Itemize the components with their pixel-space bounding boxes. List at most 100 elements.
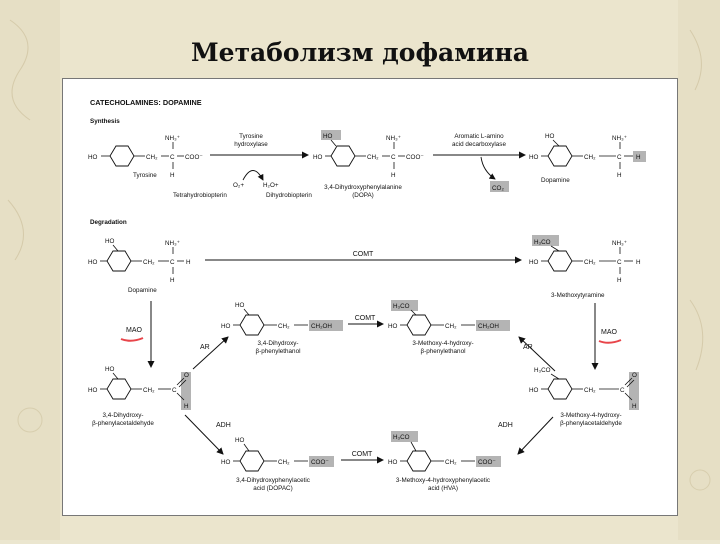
- dpa-ho-left: HO: [88, 387, 98, 394]
- dpa-label-line1: 3,4-Dihydroxy-: [103, 412, 144, 419]
- figure-header: CATECHOLAMINES: DOPAMINE: [90, 98, 202, 107]
- section-synthesis: Synthesis: [90, 118, 120, 125]
- cofactor-tetrahydrobiopterin: Tetrahydrobiopterin: [173, 192, 227, 199]
- dpe-label-line2: β-phenylethanol: [256, 348, 301, 355]
- pathway-figure-panel: CATECHOLAMINES: DOPAMINE Synthesis Degra…: [62, 78, 678, 516]
- dpe-ho-left: HO: [221, 323, 231, 330]
- co2-release-arrow: [480, 156, 496, 180]
- molecule-dopa: HO HO CH₂ C NH₃⁺ COO⁻ H 3,4-Dihydroxyphe…: [313, 133, 424, 199]
- cofactor-curve-arrow: [242, 170, 264, 181]
- dopa-label: 3,4-Dihydroxyphenylalanine: [324, 184, 402, 191]
- dopa-coo: COO⁻: [406, 154, 424, 161]
- tyrosine-ch2: CH₂: [146, 154, 158, 161]
- molecule-dopac: HO HO CH₂ COO⁻ 3,4-Dihydroxyphenylacetic…: [221, 437, 329, 492]
- molecule-dihydroxyphenylacetaldehyde: HO HO CH₂ C O H 3,4-Dihydroxy- β-phenyla…: [88, 366, 189, 427]
- dopamine-s-h-right: H: [636, 154, 641, 161]
- enzyme-comt-mid: COMT: [355, 315, 376, 322]
- enzyme-comt-top: COMT: [353, 251, 374, 258]
- dopamine-s-ho-top: HO: [545, 133, 555, 140]
- arrow-adh-left: [184, 414, 224, 455]
- dopamine-d-h-bottom: H: [170, 277, 175, 284]
- dopa-h: H: [391, 172, 396, 179]
- arrow-ar-right: [518, 336, 556, 372]
- dopa-ho-top: HO: [323, 133, 333, 140]
- arrow-adh-right: [517, 416, 554, 455]
- mhpe-ch2: CH₂: [445, 323, 457, 330]
- enzyme-adh-left: ADH: [216, 422, 231, 429]
- tyrosine-c: C: [170, 154, 175, 161]
- dpe-ho-top: HO: [235, 302, 245, 309]
- molecule-hva: H₃CO HO CH₂ COO⁻ 3-Methoxy-4-hydroxyphen…: [388, 434, 496, 492]
- dopa-abbreviation: (DOPA): [352, 192, 374, 199]
- dopac-label-line1: 3,4-Dihydroxyphenylacetic: [236, 477, 310, 484]
- mhpa-c: C: [620, 387, 625, 394]
- mhpe-label-line1: 3-Methoxy-4-hydroxy-: [412, 340, 473, 347]
- dopa-nh3: NH₃⁺: [386, 135, 401, 142]
- mt-c: C: [617, 259, 622, 266]
- dopamine-d-h-right: H: [186, 259, 191, 266]
- dopa-ch2: CH₂: [367, 154, 379, 161]
- hva-ch2: CH₂: [445, 459, 457, 466]
- mt-h-right: H: [636, 259, 641, 266]
- cofactor-dihydrobiopterin: Dihydrobiopterin: [266, 192, 312, 199]
- mao-left-underline: [120, 337, 144, 342]
- mhpa-label-line2: β-phenylacetaldehyde: [560, 420, 622, 427]
- mhpa-o: O: [632, 372, 637, 379]
- enzyme-mao-left: MAO: [126, 327, 143, 334]
- tyrosine-ho-group: HO: [88, 154, 98, 161]
- dopamine-d-nh3: NH₃⁺: [165, 240, 180, 247]
- highlight-boxes: [181, 130, 646, 467]
- mt-h3co: H₃CO: [534, 239, 551, 246]
- dopamine-pathway-diagram: CATECHOLAMINES: DOPAMINE Synthesis Degra…: [88, 98, 646, 492]
- hva-label-line1: 3-Methoxy-4-hydroxyphenylacetic: [396, 477, 490, 484]
- dopamine-d-c: C: [170, 259, 175, 266]
- methoxytyramine-label: 3-Methoxytyramine: [551, 292, 605, 299]
- hva-label-line2: acid (HVA): [428, 485, 458, 492]
- molecule-methoxyhydroxyphenylacetaldehyde: H₃CO HO CH₂ C O H 3-Methoxy-4-hydroxy- β…: [529, 367, 637, 427]
- mt-ho-left: HO: [529, 259, 539, 266]
- hva-ho-left: HO: [388, 459, 398, 466]
- enzyme-tyrosine-hydroxylase-line2: hydroxylase: [234, 141, 268, 148]
- dpa-o: O: [184, 372, 189, 379]
- hva-h3co: H₃CO: [393, 434, 410, 441]
- dopamine-s-h-bottom: H: [617, 172, 622, 179]
- enzyme-comt-bottom: COMT: [352, 451, 373, 458]
- mt-ch2: CH₂: [584, 259, 596, 266]
- mt-h-bottom: H: [617, 277, 622, 284]
- dpa-ho-top: HO: [105, 366, 115, 373]
- enzyme-ar-left: AR: [200, 344, 210, 351]
- molecule-dopamine-degradation: HO HO CH₂ C NH₃⁺ H H Dopamine: [88, 238, 191, 294]
- enzyme-aadc-line1: Aromatic L-amino: [454, 133, 504, 140]
- dpa-ch2: CH₂: [143, 387, 155, 394]
- mhpa-ho-left: HO: [529, 387, 539, 394]
- dpa-c: C: [172, 387, 177, 394]
- enzyme-mao-right: MAO: [601, 329, 618, 336]
- dopac-ch2: CH₂: [278, 459, 290, 466]
- molecule-dihydroxyphenylethanol: HO HO CH₂ CH₂OH 3,4-Dihydroxy- β-phenyle…: [221, 302, 332, 355]
- slide-title: Метаболизм дофамина: [190, 38, 529, 67]
- enzyme-tyrosine-hydroxylase-line1: Tyrosine: [239, 133, 263, 140]
- dopac-ho-left: HO: [221, 459, 231, 466]
- dopamine-s-c: C: [617, 154, 622, 161]
- dpa-label-line2: β-phenylacetaldehyde: [92, 420, 154, 427]
- dopac-coo: COO⁻: [311, 459, 329, 466]
- mhpa-label-line1: 3-Methoxy-4-hydroxy-: [560, 412, 621, 419]
- dopa-ho-left: HO: [313, 154, 323, 161]
- dopamine-degradation-label: Dopamine: [128, 287, 157, 294]
- dopamine-d-ho-top: HO: [105, 238, 115, 245]
- dopa-c: C: [391, 154, 396, 161]
- tyrosine-h: H: [170, 172, 175, 179]
- mao-right-underline: [598, 339, 622, 344]
- mhpe-ho-left: HO: [388, 323, 398, 330]
- molecule-dopamine-synthesis: HO HO CH₂ C NH₃⁺ H H Dopamine: [529, 133, 641, 184]
- mhpa-h: H: [632, 403, 637, 410]
- dpe-ch2oh: CH₂OH: [311, 323, 332, 330]
- mt-nh3: NH₃⁺: [612, 240, 627, 247]
- dopac-ho-top: HO: [235, 437, 245, 444]
- dopamine-d-ch2: CH₂: [143, 259, 155, 266]
- mhpe-label-line2: β-phenylethanol: [421, 348, 466, 355]
- dopac-label-line2: acid (DOPAC): [253, 485, 292, 492]
- mhpa-h3co: H₃CO: [534, 367, 551, 374]
- hva-coo: COO⁻: [478, 459, 496, 466]
- dopamine-s-nh3: NH₃⁺: [612, 135, 627, 142]
